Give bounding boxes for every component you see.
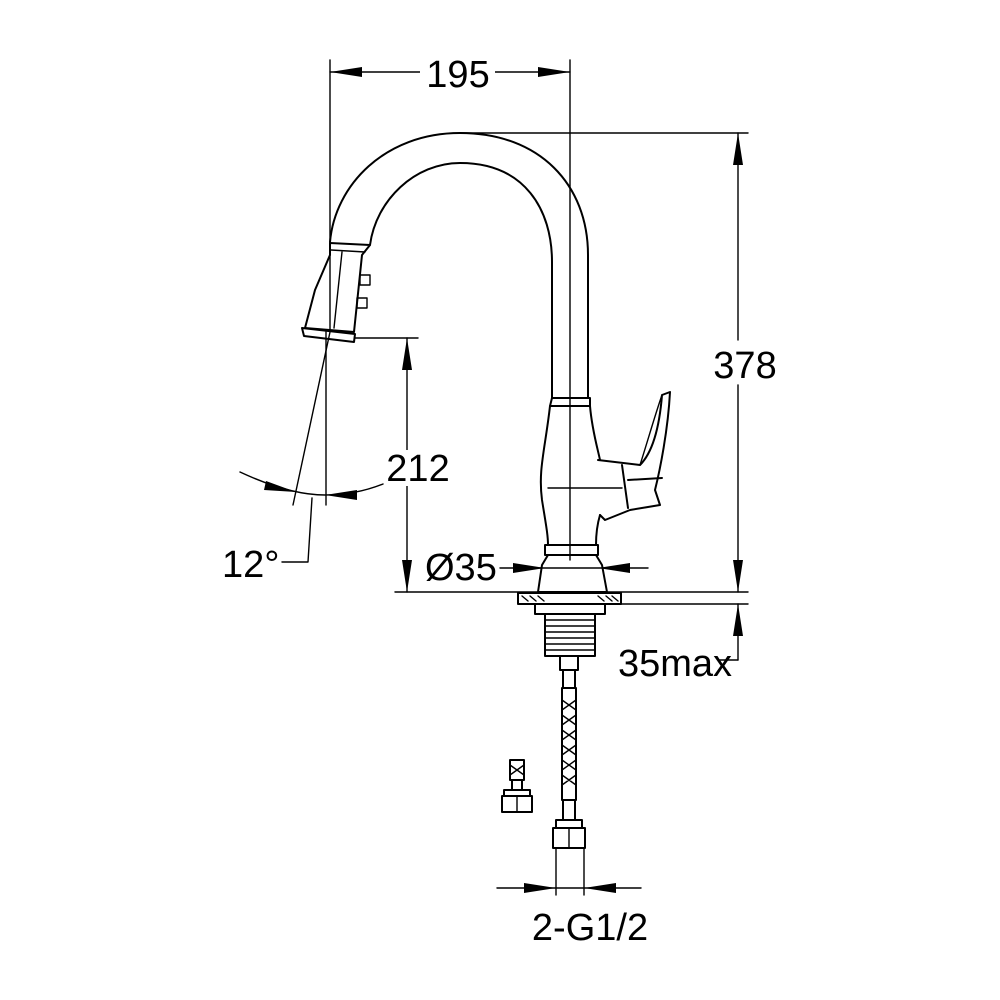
- dimension-diameter: Ø35: [425, 547, 649, 589]
- faucet-body: [537, 397, 623, 593]
- dim-35max-label: 35max: [618, 643, 732, 685]
- dim-378-label: 378: [713, 345, 776, 387]
- spray-head: [301, 242, 371, 343]
- dim-212-label: 212: [386, 448, 449, 490]
- braided-hose: [552, 655, 586, 849]
- dimension-height: 378: [394, 132, 777, 593]
- dim-12deg-label: 12°: [222, 544, 279, 586]
- dimension-thread: 2-G1/2: [496, 847, 648, 949]
- dimension-deck: 35max: [618, 603, 749, 685]
- gooseneck-spout: [329, 132, 589, 399]
- dim-195-label: 195: [426, 54, 489, 96]
- dimension-angle: 12°: [222, 331, 384, 586]
- dimension-spout-height: 212: [354, 337, 453, 593]
- dimension-width: 195: [329, 54, 571, 561]
- spare-fitting: [501, 759, 533, 813]
- dim-dia35-label: Ø35: [425, 547, 497, 589]
- dim-thread-label: 2-G1/2: [532, 907, 648, 949]
- lever-handle: [597, 391, 671, 521]
- mounting-hardware: [517, 592, 622, 657]
